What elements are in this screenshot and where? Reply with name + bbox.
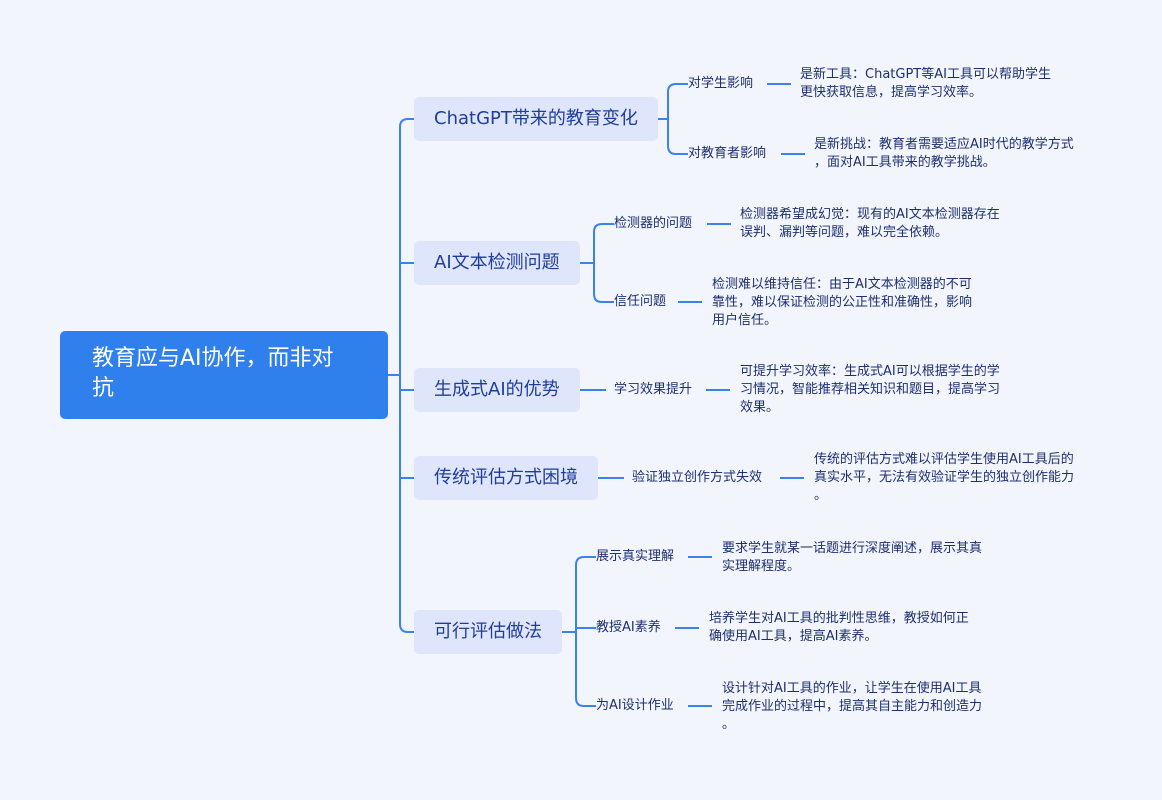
root-line: 教育应与AI协作，而非对	[92, 346, 334, 371]
branch-generative-ai-advantages[interactable]: 生成式AI的优势	[414, 368, 580, 412]
root-line: 抗	[92, 376, 115, 401]
detail-line: 真实水平，无法有效验证学生的独立创作能力	[814, 470, 1075, 485]
detail-line: 可提升学习效率：生成式AI可以根据学生的学	[740, 364, 1000, 379]
detail-line: 确使用AI工具，提高AI素养。	[709, 629, 878, 644]
subtopic-detector-problem[interactable]: 检测器的问题	[614, 216, 693, 231]
detail-student-impact[interactable]: 是新工具：ChatGPT等AI工具可以帮助学生 更快获取信息，提高学习效率。	[800, 66, 1051, 102]
detail-line: 要求学生就某一话题进行深度阐述，展示其真	[722, 541, 983, 556]
subtopic-verification-failure[interactable]: 验证独立创作方式失效	[632, 470, 763, 485]
detail-line: ，面对AI工具带来的教学挑战。	[814, 155, 996, 170]
subtopic-design-for-ai[interactable]: 为AI设计作业	[596, 698, 674, 713]
subtopic-trust-problem[interactable]: 信任问题	[614, 294, 667, 309]
branch-traditional-assessment[interactable]: 传统评估方式困境	[414, 456, 598, 500]
detail-line: 实理解程度。	[722, 559, 801, 574]
detail-line: 效果。	[740, 400, 780, 415]
detail-line: 传统的评估方式难以评估学生使用AI工具后的	[814, 452, 1074, 467]
detail-show-understanding[interactable]: 要求学生就某一话题进行深度阐述，展示其真 实理解程度。	[722, 540, 982, 576]
branch-feasible-assessment[interactable]: 可行评估做法	[414, 610, 562, 654]
subtopic-student-impact[interactable]: 对学生影响	[688, 76, 754, 91]
detail-learning-effect[interactable]: 可提升学习效率：生成式AI可以根据学生的学 习情况，智能推荐相关知识和题目，提高…	[740, 363, 1000, 417]
subtopic-show-understanding[interactable]: 展示真实理解	[596, 549, 675, 564]
subtopic-teach-ai-literacy[interactable]: 教授AI素养	[596, 620, 661, 635]
detail-line: 靠性，难以保证检测的公正性和准确性，影响	[712, 295, 973, 310]
root-node[interactable]: 教育应与AI协作，而非对 抗	[60, 331, 388, 419]
detail-verification-failure[interactable]: 传统的评估方式难以评估学生使用AI工具后的 真实水平，无法有效验证学生的独立创作…	[814, 451, 1074, 505]
detail-line: 是新挑战：教育者需要适应AI时代的教学方式	[814, 137, 1074, 152]
detail-detector-problem[interactable]: 检测器希望成幻觉：现有的AI文本检测器存在 误判、漏判等问题，难以完全依赖。	[740, 206, 1000, 242]
detail-line: 用户信任。	[712, 313, 778, 328]
detail-line: 设计针对AI工具的作业，让学生在使用AI工具	[722, 681, 982, 696]
detail-line: 检测难以维持信任：由于AI文本检测器的不可	[712, 277, 972, 292]
detail-line: 习情况，智能推荐相关知识和题目，提高学习	[740, 382, 1001, 397]
detail-line: 培养学生对AI工具的批判性思维，教授如何正	[709, 611, 969, 626]
detail-teach-ai-literacy[interactable]: 培养学生对AI工具的批判性思维，教授如何正 确使用AI工具，提高AI素养。	[709, 610, 969, 646]
detail-line: 完成作业的过程中，提高其自主能力和创造力	[722, 699, 983, 714]
detail-line: 是新工具：ChatGPT等AI工具可以帮助学生	[800, 67, 1051, 82]
subtopic-educator-impact[interactable]: 对教育者影响	[688, 146, 767, 161]
detail-design-for-ai[interactable]: 设计针对AI工具的作业，让学生在使用AI工具 完成作业的过程中，提高其自主能力和…	[722, 680, 982, 734]
detail-educator-impact[interactable]: 是新挑战：教育者需要适应AI时代的教学方式 ，面对AI工具带来的教学挑战。	[814, 136, 1074, 172]
detail-trust-problem[interactable]: 检测难以维持信任：由于AI文本检测器的不可 靠性，难以保证检测的公正性和准确性，…	[712, 276, 972, 330]
subtopic-learning-effect[interactable]: 学习效果提升	[614, 382, 693, 397]
detail-line: 检测器希望成幻觉：现有的AI文本检测器存在	[740, 207, 1000, 222]
detail-line: 更快获取信息，提高学习效率。	[800, 85, 983, 100]
branch-chatgpt-changes[interactable]: ChatGPT带来的教育变化	[414, 97, 658, 141]
detail-line: 。	[722, 717, 736, 732]
branch-ai-text-detection[interactable]: AI文本检测问题	[414, 241, 580, 285]
detail-line: 误判、漏判等问题，难以完全依赖。	[740, 225, 949, 240]
detail-line: 。	[814, 488, 828, 503]
